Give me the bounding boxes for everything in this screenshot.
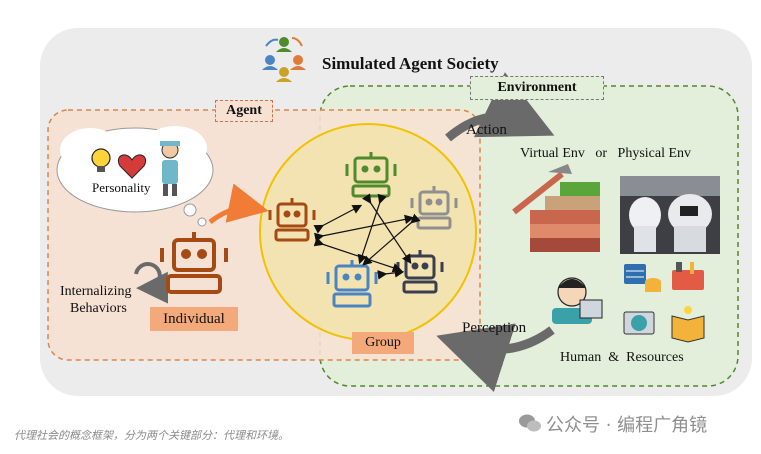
society-icon [262,37,306,82]
person-icon [160,141,180,196]
diagram-title: Simulated Agent Society [322,54,499,73]
individual-robot-icon [160,232,228,294]
personality-label: Personality [92,180,151,195]
action-label: Action [466,122,507,138]
internalizing-label-line2: Behaviors [70,301,127,316]
heart-icon [118,154,146,179]
env-types-label: Virtual Env or Physical Env [520,146,692,161]
watermark: 公众号 · 编程广角镜 [546,415,708,436]
perception-label: Perception [462,320,527,336]
human-laptop-icon [552,277,603,324]
agent-label: Agent [215,100,273,122]
lightbulb-icon [91,148,111,172]
individual-label: Individual [150,307,238,331]
perception-arrow [436,323,555,392]
server-icon [624,264,661,292]
environment-label: Environment [470,76,604,100]
figure-caption: 代理社会的概念框架，分为两个关键部分：代理和环境。 [14,429,289,442]
group-circle [259,123,477,341]
group-robot-gray-icon [410,186,458,230]
action-arrow [445,72,555,142]
group-label: Group [352,332,414,354]
group-interaction-arrows [313,193,421,280]
internalizing-arrow-icon [134,262,169,304]
physical-env-image [620,176,720,254]
globe-icon [623,311,655,335]
individual-to-group-arrow [208,183,269,225]
virtual-env-image [512,164,600,252]
toolbox-icon [672,262,704,290]
internalizing-label-line1: Internalizing [60,284,132,299]
book-icon [671,306,705,343]
human-resources-label: Human & Resources [560,350,684,365]
wechat-icon [519,414,541,432]
